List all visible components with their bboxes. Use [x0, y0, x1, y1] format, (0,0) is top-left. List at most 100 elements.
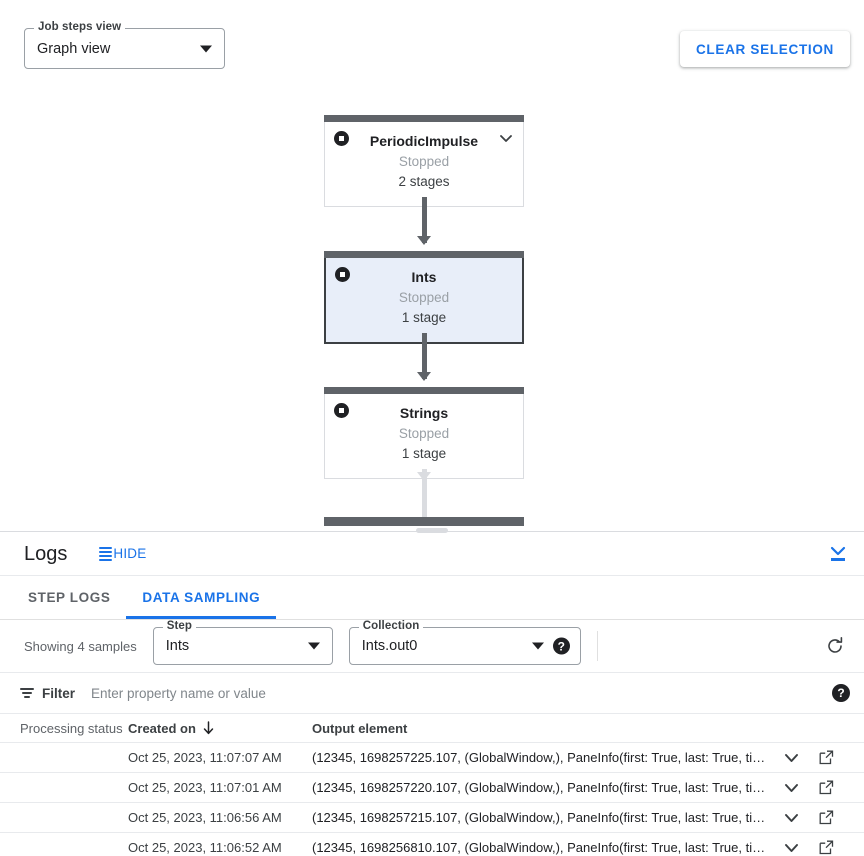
- table-row[interactable]: Oct 25, 2023, 11:07:01 AM (12345, 169825…: [0, 773, 864, 803]
- expand-row-button[interactable]: [784, 813, 799, 823]
- cell-created-on: Oct 25, 2023, 11:06:52 AM: [128, 840, 282, 855]
- clear-selection-button[interactable]: CLEAR SELECTION: [679, 31, 850, 67]
- expand-row-button[interactable]: [784, 783, 799, 793]
- cell-created-on: Oct 25, 2023, 11:07:07 AM: [128, 750, 282, 765]
- logs-title: Logs: [24, 542, 68, 565]
- graph-node-strings[interactable]: Strings Stopped 1 stage: [324, 387, 524, 479]
- node-title: PeriodicImpulse: [369, 133, 479, 149]
- cell-created-on: Oct 25, 2023, 11:07:01 AM: [128, 780, 282, 795]
- step-select-label: Step: [162, 620, 197, 632]
- showing-samples-text: Showing 4 samples: [24, 638, 137, 654]
- cell-output-element: (12345, 1698257220.107, (GlobalWindow,),…: [312, 780, 784, 795]
- job-steps-view-value: Graph view: [37, 40, 111, 57]
- cell-created-on: Oct 25, 2023, 11:06:56 AM: [128, 810, 282, 825]
- cell-actions: [784, 750, 864, 765]
- stopped-state-icon: [335, 267, 350, 282]
- filter-bar: Filter ?: [0, 673, 864, 714]
- sample-controls-bar: Showing 4 samples Step Ints Collection I…: [0, 620, 864, 673]
- expand-row-button[interactable]: [784, 843, 799, 853]
- open-in-new-button[interactable]: [819, 750, 834, 765]
- stopped-state-icon: [334, 403, 349, 418]
- external-link-icon: [819, 810, 834, 825]
- graph-edge-2: [421, 333, 427, 379]
- stopped-state-icon: [334, 131, 349, 146]
- column-header-processing-status[interactable]: Processing status: [20, 720, 123, 736]
- sort-descending-arrow-icon: [203, 721, 214, 735]
- table-row[interactable]: Oct 25, 2023, 11:07:07 AM (12345, 169825…: [0, 743, 864, 773]
- node-status: Stopped: [398, 290, 450, 305]
- logs-panel: Logs HIDE STEP LOGS DATA SAMPLING Showin…: [0, 528, 864, 856]
- chevron-down-icon: [307, 642, 320, 650]
- external-link-icon: [819, 750, 834, 765]
- refresh-icon: [828, 637, 843, 653]
- chevron-down-icon: [785, 843, 798, 852]
- tab-step-logs[interactable]: STEP LOGS: [12, 576, 126, 619]
- graph-edge-arrow-1: [417, 236, 431, 245]
- node-stages: 2 stages: [398, 174, 450, 189]
- samples-table: Processing status Created on Output elem…: [0, 714, 864, 856]
- graph-canvas[interactable]: PeriodicImpulse Stopped 2 stages Ints St…: [0, 0, 864, 531]
- chevron-down-icon: [785, 813, 798, 822]
- node-title: Strings: [399, 405, 449, 421]
- collapse-bar-icon: [831, 558, 845, 561]
- chevron-down-icon: [785, 783, 798, 792]
- collection-select[interactable]: Collection Ints.out0 ?: [348, 620, 581, 665]
- graph-node-clipped[interactable]: [324, 517, 524, 526]
- collection-select-label: Collection: [358, 620, 424, 632]
- graph-edge-1: [421, 197, 427, 243]
- logs-header: Logs HIDE: [0, 532, 864, 576]
- filter-input[interactable]: [91, 685, 824, 701]
- table-row[interactable]: Oct 25, 2023, 11:06:52 AM (12345, 169825…: [0, 833, 864, 856]
- divider: [596, 631, 598, 661]
- help-icon[interactable]: ?: [552, 637, 570, 655]
- column-header-created-on[interactable]: Created on: [128, 721, 312, 736]
- table-row[interactable]: Oct 25, 2023, 11:06:56 AM (12345, 169825…: [0, 803, 864, 833]
- logs-tabs: STEP LOGS DATA SAMPLING: [0, 576, 864, 620]
- cell-actions: [784, 840, 864, 855]
- filter-icon: [20, 688, 34, 698]
- step-select[interactable]: Step Ints: [152, 620, 333, 665]
- chevron-down-icon: [200, 45, 212, 52]
- column-header-created-on-label: Created on: [128, 720, 196, 736]
- graph-edge-3: [421, 469, 427, 523]
- node-stages: 1 stage: [401, 446, 447, 461]
- external-link-icon: [819, 840, 834, 855]
- external-link-icon: [819, 780, 834, 795]
- refresh-button[interactable]: [820, 631, 850, 661]
- cell-output-element: (12345, 1698257215.107, (GlobalWindow,),…: [312, 810, 784, 825]
- job-steps-view-select[interactable]: Job steps view Graph view: [24, 21, 225, 69]
- node-top-bar: [324, 387, 524, 394]
- chevron-down-icon: [531, 642, 544, 650]
- graph-node-ints[interactable]: Ints Stopped 1 stage: [324, 251, 524, 344]
- hide-logs-button[interactable]: HIDE: [97, 542, 148, 565]
- open-in-new-button[interactable]: [819, 840, 834, 855]
- graph-edge-arrow-3: [417, 472, 431, 481]
- node-top-bar: [324, 115, 524, 122]
- panel-resize-handle[interactable]: [416, 528, 448, 533]
- collapse-panel-button[interactable]: [826, 542, 850, 565]
- open-in-new-button[interactable]: [819, 810, 834, 825]
- node-stages: 1 stage: [401, 310, 447, 325]
- filter-label: Filter: [42, 685, 76, 701]
- collection-select-value: Ints.out0: [361, 638, 418, 654]
- job-graph-panel: Job steps view Graph view CLEAR SELECTIO…: [0, 0, 864, 531]
- graph-edge-arrow-2: [417, 372, 431, 381]
- cell-output-element: (12345, 1698257225.107, (GlobalWindow,),…: [312, 750, 784, 765]
- tab-data-sampling[interactable]: DATA SAMPLING: [126, 576, 277, 619]
- cell-actions: [784, 810, 864, 825]
- expand-row-button[interactable]: [784, 753, 799, 763]
- graph-node-periodicimpulse[interactable]: PeriodicImpulse Stopped 2 stages: [324, 115, 524, 207]
- chevron-down-icon: [785, 753, 798, 762]
- cell-output-element: (12345, 1698256810.107, (GlobalWindow,),…: [312, 840, 784, 855]
- cell-actions: [784, 780, 864, 795]
- job-steps-view-label: Job steps view: [34, 21, 126, 33]
- node-status: Stopped: [398, 154, 450, 169]
- column-header-output-element[interactable]: Output element: [312, 720, 408, 736]
- hide-logs-label: HIDE: [113, 546, 147, 561]
- table-header-row: Processing status Created on Output elem…: [0, 714, 864, 743]
- chevron-down-icon: [830, 546, 846, 556]
- help-icon[interactable]: ?: [832, 684, 850, 702]
- chevron-down-icon[interactable]: [499, 131, 513, 145]
- open-in-new-button[interactable]: [819, 780, 834, 795]
